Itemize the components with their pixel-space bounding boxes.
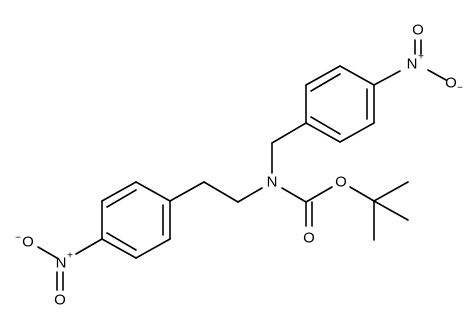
bond-nitro-bottom (75, 238, 103, 255)
bond-ring-bottom (106, 232, 137, 251)
atom-o-nitro-bottom-2: O (54, 292, 66, 309)
atom-o-ester: O (335, 174, 347, 191)
bond-ring-bottom (101, 238, 137, 259)
bond-phenethyl (203, 181, 239, 203)
atom-o-nitro-top-1: O (412, 22, 424, 39)
bond-nitro-bottom (37, 246, 58, 259)
bond-nitro-top (427, 69, 447, 81)
atom-n-nitro-bottom: N (56, 255, 67, 272)
atom-n-carbamate: N (267, 174, 278, 191)
atom-o-carbonyl: O (303, 230, 315, 247)
bonds (37, 39, 447, 291)
bond-ring-bottom (101, 181, 137, 202)
bond-ring-top (310, 73, 341, 92)
bond-ring-top (305, 65, 341, 86)
bond-benzyl (271, 122, 307, 144)
atom-n-nitro-top: N (407, 56, 418, 73)
bond-ring-bottom (106, 189, 137, 208)
bond-carbamate (281, 187, 307, 203)
charge-n-nitro-bottom: + (67, 251, 73, 262)
bond-phenethyl (169, 181, 205, 202)
charge-o-nitro-bottom-1: − (15, 233, 21, 244)
atom-o-nitro-bottom-1: O (22, 234, 34, 251)
bond-nitro-top (373, 70, 401, 86)
bond-ring-top (305, 122, 341, 143)
bond-ring-top (310, 116, 341, 135)
bond-carbamate (349, 186, 375, 202)
bond-ring-top (339, 122, 375, 143)
bond-tert-butyl (373, 200, 409, 221)
bond-ring-bottom (135, 181, 171, 202)
bond-ring-top (339, 65, 375, 86)
bond-tert-butyl (373, 181, 409, 202)
bond-ring-bottom (135, 238, 171, 259)
bond-phenethyl (237, 187, 263, 203)
atom-labels: N O O N + O O − N + O − O (15, 22, 463, 309)
charge-o-nitro-top-2: − (457, 83, 463, 94)
bond-carbamate (305, 186, 333, 203)
charge-n-nitro-top: + (418, 52, 424, 63)
atom-o-nitro-top-2: O (445, 75, 457, 92)
